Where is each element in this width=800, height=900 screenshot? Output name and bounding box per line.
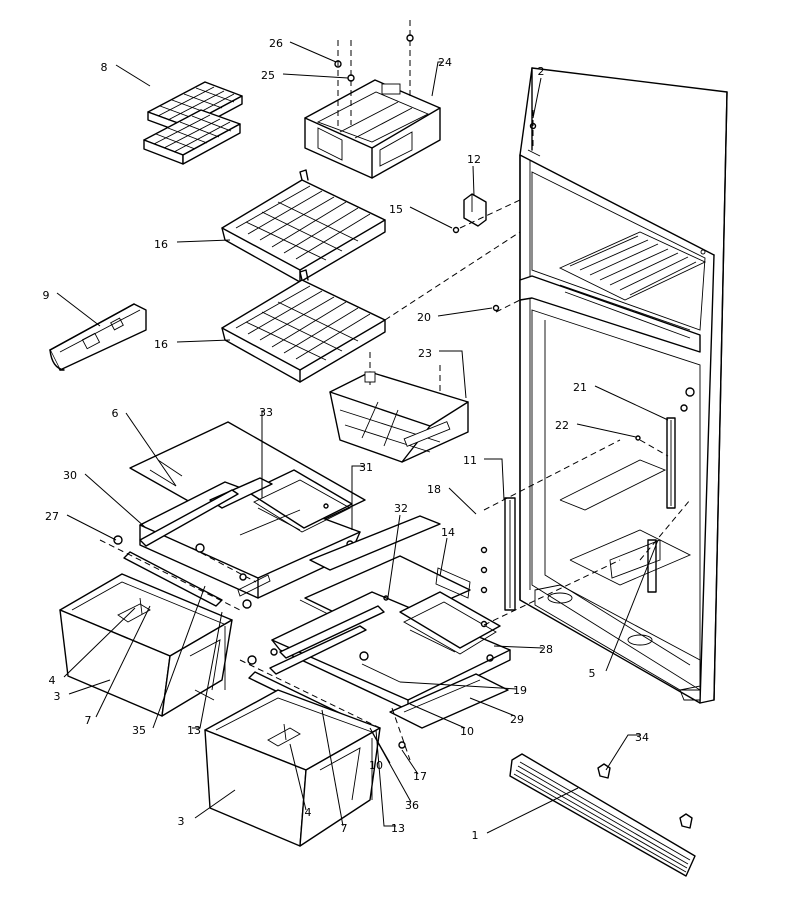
- callout-36: 36: [405, 799, 419, 812]
- callout-6: 6: [112, 407, 119, 420]
- callout-4b: 4: [305, 806, 312, 819]
- callout-21: 21: [573, 381, 587, 394]
- callout-12: 12: [467, 153, 481, 166]
- crisper-cover-lower: [271, 515, 511, 729]
- door-bin: [49, 303, 147, 371]
- callout-16a: 16: [154, 238, 168, 251]
- callout-7a: 7: [85, 714, 92, 727]
- callout-17: 17: [413, 770, 427, 783]
- ice-bucket: [304, 20, 441, 179]
- callout-32: 32: [394, 502, 408, 515]
- crisper-drawer-lower: [204, 689, 381, 847]
- callout-10a: 10: [460, 725, 474, 738]
- callout-2: 2: [538, 65, 545, 78]
- callout-30: 30: [63, 469, 77, 482]
- callout-9: 9: [43, 289, 50, 302]
- callout-31: 31: [359, 461, 373, 474]
- wire-shelf-upper: [221, 169, 386, 283]
- callout-3a: 3: [54, 690, 61, 703]
- callout-34: 34: [635, 731, 649, 744]
- callout-35: 35: [132, 724, 146, 737]
- refrigerator-cabinet: [519, 67, 728, 704]
- callout-16b: 16: [154, 338, 168, 351]
- callout-13a: 13: [187, 724, 201, 737]
- wire-shelf-lower: [221, 231, 521, 383]
- callout-15: 15: [389, 203, 403, 216]
- callout-10b: 10: [369, 759, 383, 772]
- control-box: [452, 110, 537, 313]
- callout-29: 29: [510, 713, 524, 726]
- callout-33: 33: [259, 406, 273, 419]
- callout-11: 11: [463, 454, 477, 467]
- callout-14: 14: [441, 526, 455, 539]
- callout-26: 26: [269, 37, 283, 50]
- callout-18: 18: [427, 483, 441, 496]
- wire-basket: [329, 352, 469, 463]
- callout-5: 5: [589, 667, 596, 680]
- callout-20: 20: [417, 311, 431, 324]
- callout-7b: 7: [341, 822, 348, 835]
- leader-lines: [56, 41, 669, 834]
- callout-19: 19: [513, 684, 527, 697]
- kickplate-grille: [509, 753, 696, 877]
- crisper-slide-upper: [99, 489, 271, 611]
- callout-24: 24: [438, 56, 452, 69]
- callout-8: 8: [101, 61, 108, 74]
- ice-trays: [143, 81, 243, 165]
- callout-23: 23: [418, 347, 432, 360]
- callout-28: 28: [539, 643, 553, 656]
- callout-3b: 3: [178, 815, 185, 828]
- callout-13b: 13: [391, 822, 405, 835]
- shelf-ladder-rail: [435, 439, 621, 628]
- callout-22: 22: [555, 419, 569, 432]
- callout-4a: 4: [49, 674, 56, 687]
- cabinet-rails: [635, 435, 691, 561]
- callout-1: 1: [472, 829, 479, 842]
- callout-27: 27: [45, 510, 59, 523]
- callout-25: 25: [261, 69, 275, 82]
